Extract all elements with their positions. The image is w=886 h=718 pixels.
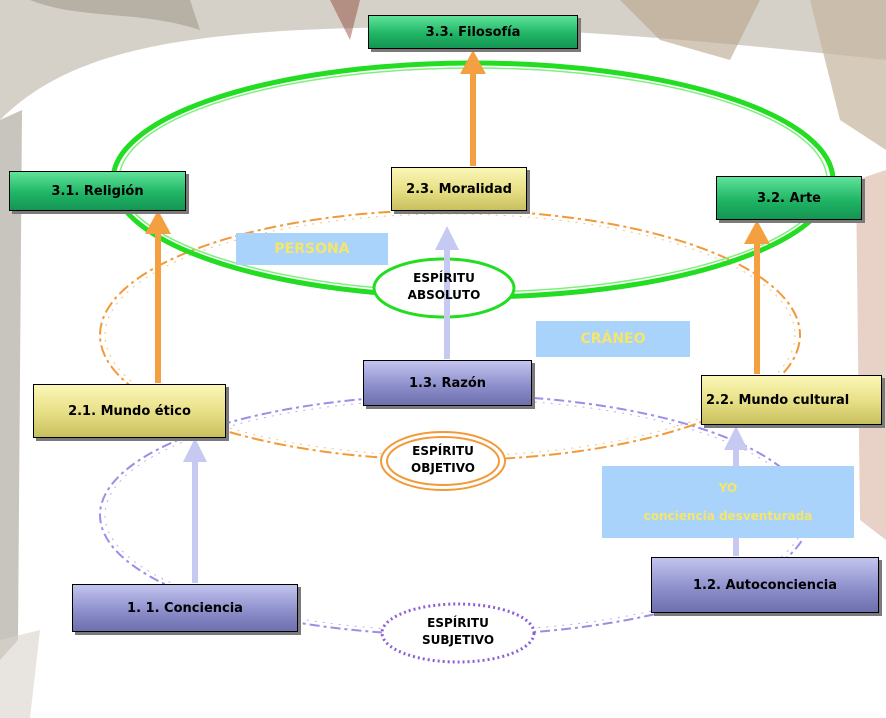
yo-panel: YO conciencia desventurada xyxy=(602,466,854,538)
box-autoconciencia: 1.2. Autoconciencia xyxy=(651,557,879,613)
conciencia-desventurada-label: conciencia desventurada xyxy=(643,509,813,523)
persona-panel: PERSONA xyxy=(236,233,388,265)
box-mundo-etico: 2.1. Mundo ético xyxy=(33,384,226,438)
subjective-center-ellipse xyxy=(380,602,536,664)
box-mundo-cultural: 2.2. Mundo cultural xyxy=(701,375,882,425)
espiritu-subjetivo-label: ESPÍRITU SUBJETIVO xyxy=(398,615,518,649)
box-razon: 1.3. Razón xyxy=(363,360,532,406)
espiritu-subjetivo-line1: ESPÍRITU xyxy=(427,616,489,630)
espiritu-absoluto-label: ESPÍRITU ABSOLUTO xyxy=(384,270,504,304)
box-moralidad: 2.3. Moralidad xyxy=(391,167,527,211)
orange-arrows xyxy=(145,50,770,383)
box-arte: 3.2. Arte xyxy=(716,176,862,220)
espiritu-absoluto-line2: ABSOLUTO xyxy=(407,288,481,302)
box-filosofia: 3.3. Filosofía xyxy=(368,15,578,49)
box-religion: 3.1. Religión xyxy=(9,171,186,211)
persona-label: PERSONA xyxy=(274,241,350,257)
craneo-label: CRÁNEO xyxy=(580,331,646,347)
espiritu-objetivo-label: ESPÍRITU OBJETIVO xyxy=(383,443,503,477)
espiritu-subjetivo-line2: SUBJETIVO xyxy=(421,633,495,647)
espiritu-objetivo-line2: OBJETIVO xyxy=(411,461,475,475)
objective-center-ellipse xyxy=(380,431,506,491)
yo-label: YO xyxy=(718,481,738,495)
craneo-panel: CRÁNEO xyxy=(536,321,690,357)
espiritu-objetivo-line1: ESPÍRITU xyxy=(412,444,474,458)
espiritu-absoluto-line1: ESPÍRITU xyxy=(413,271,475,285)
box-conciencia: 1. 1. Conciencia xyxy=(72,584,298,632)
